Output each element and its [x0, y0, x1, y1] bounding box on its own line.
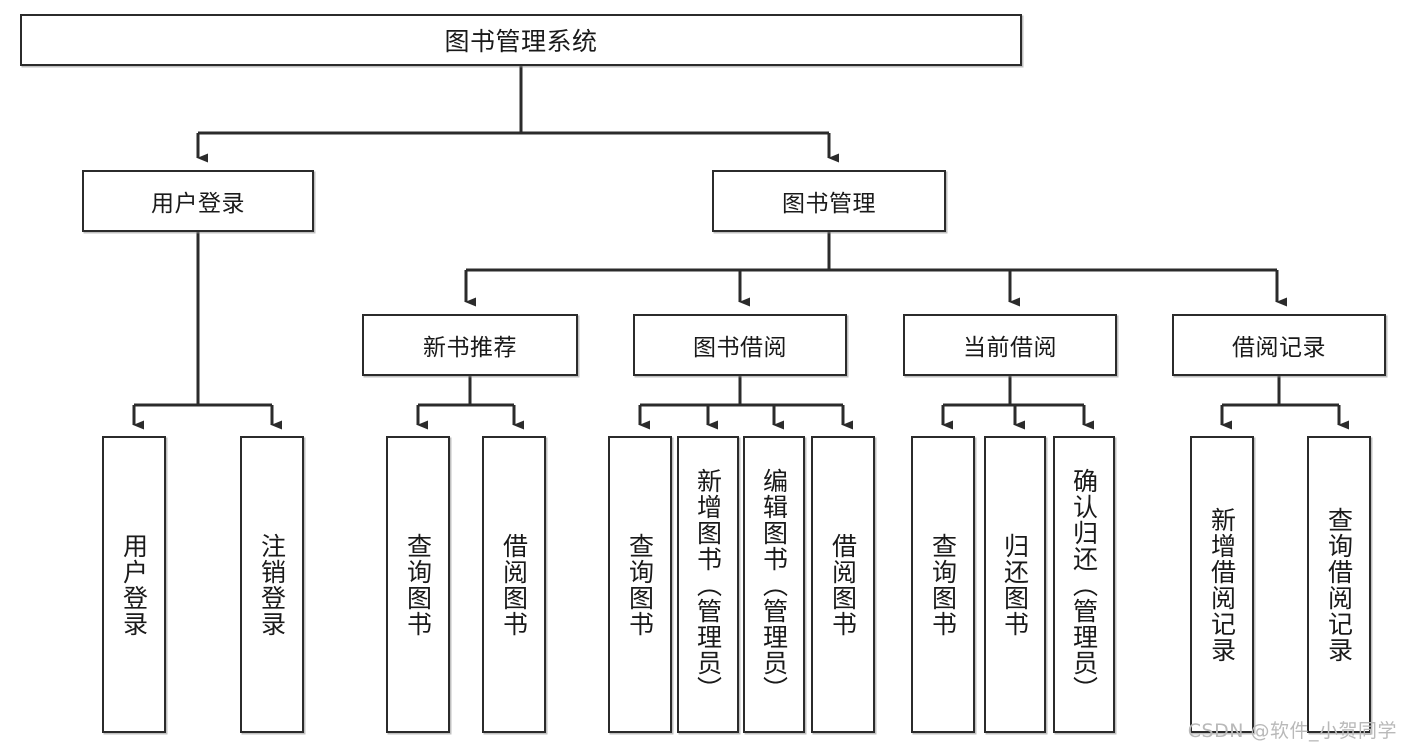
node-label: 注销登录	[257, 532, 287, 637]
node-label: 确认归还（管理员）	[1069, 467, 1099, 702]
watermark-text: CSDN @软件_小贺同学	[1187, 720, 1397, 742]
node-label: 借阅图书	[828, 532, 858, 637]
node-leaf-query-book-recommend[interactable]: 查询图书	[386, 436, 450, 733]
node-book-borrow[interactable]: 图书借阅	[633, 314, 847, 376]
node-label: 借阅记录	[1232, 335, 1326, 361]
edge-bookmanage-to-level3	[464, 232, 1287, 307]
node-label: 编辑图书（管理员）	[759, 467, 789, 702]
node-new-book-recommend[interactable]: 新书推荐	[362, 314, 578, 376]
node-leaf-borrow-book[interactable]: 借阅图书	[811, 436, 875, 733]
node-label: 借阅图书	[499, 532, 529, 637]
node-leaf-borrow-book-recommend[interactable]: 借阅图书	[482, 436, 546, 733]
edge-currentborrow-to-leaves	[941, 376, 1094, 430]
node-current-borrow[interactable]: 当前借阅	[903, 314, 1117, 376]
node-label: 用户登录	[151, 191, 245, 217]
node-leaf-query-borrow-record[interactable]: 查询借阅记录	[1307, 436, 1371, 733]
node-leaf-user-logout[interactable]: 注销登录	[240, 436, 304, 733]
node-leaf-user-login[interactable]: 用户登录	[102, 436, 166, 733]
node-user-login[interactable]: 用户登录	[82, 170, 314, 232]
edge-borrowrecord-to-leaves	[1220, 376, 1349, 430]
node-root-system[interactable]: 图书管理系统	[20, 14, 1022, 66]
node-label: 查询图书	[625, 532, 655, 637]
node-label: 用户登录	[119, 532, 149, 637]
node-label: 归还图书	[1000, 532, 1030, 637]
node-leaf-query-book-current[interactable]: 查询图书	[911, 436, 975, 733]
node-book-manage[interactable]: 图书管理	[712, 170, 946, 232]
node-label: 图书借阅	[693, 335, 787, 361]
node-label: 图书管理	[782, 191, 876, 217]
node-label: 新增借阅记录	[1207, 506, 1237, 663]
node-label: 查询图书	[403, 532, 433, 637]
node-leaf-confirm-return[interactable]: 确认归还（管理员）	[1053, 436, 1115, 733]
node-label: 查询图书	[928, 532, 958, 637]
node-label: 查询借阅记录	[1324, 506, 1354, 663]
node-label: 图书管理系统	[444, 27, 598, 56]
edge-userlogin-to-leaves	[132, 232, 282, 430]
node-borrow-record[interactable]: 借阅记录	[1172, 314, 1386, 376]
edge-newbookrec-to-leaves	[416, 376, 524, 430]
node-label: 新书推荐	[423, 335, 517, 361]
node-label: 当前借阅	[963, 335, 1057, 361]
edge-root-to-level2	[196, 66, 839, 163]
node-leaf-return-book[interactable]: 归还图书	[984, 436, 1046, 733]
node-leaf-add-borrow-record[interactable]: 新增借阅记录	[1190, 436, 1254, 733]
edge-bookborrow-to-leaves	[638, 376, 853, 430]
node-leaf-query-book-borrow[interactable]: 查询图书	[608, 436, 672, 733]
node-leaf-add-book[interactable]: 新增图书（管理员）	[677, 436, 739, 733]
node-leaf-edit-book[interactable]: 编辑图书（管理员）	[743, 436, 805, 733]
node-label: 新增图书（管理员）	[693, 467, 723, 702]
